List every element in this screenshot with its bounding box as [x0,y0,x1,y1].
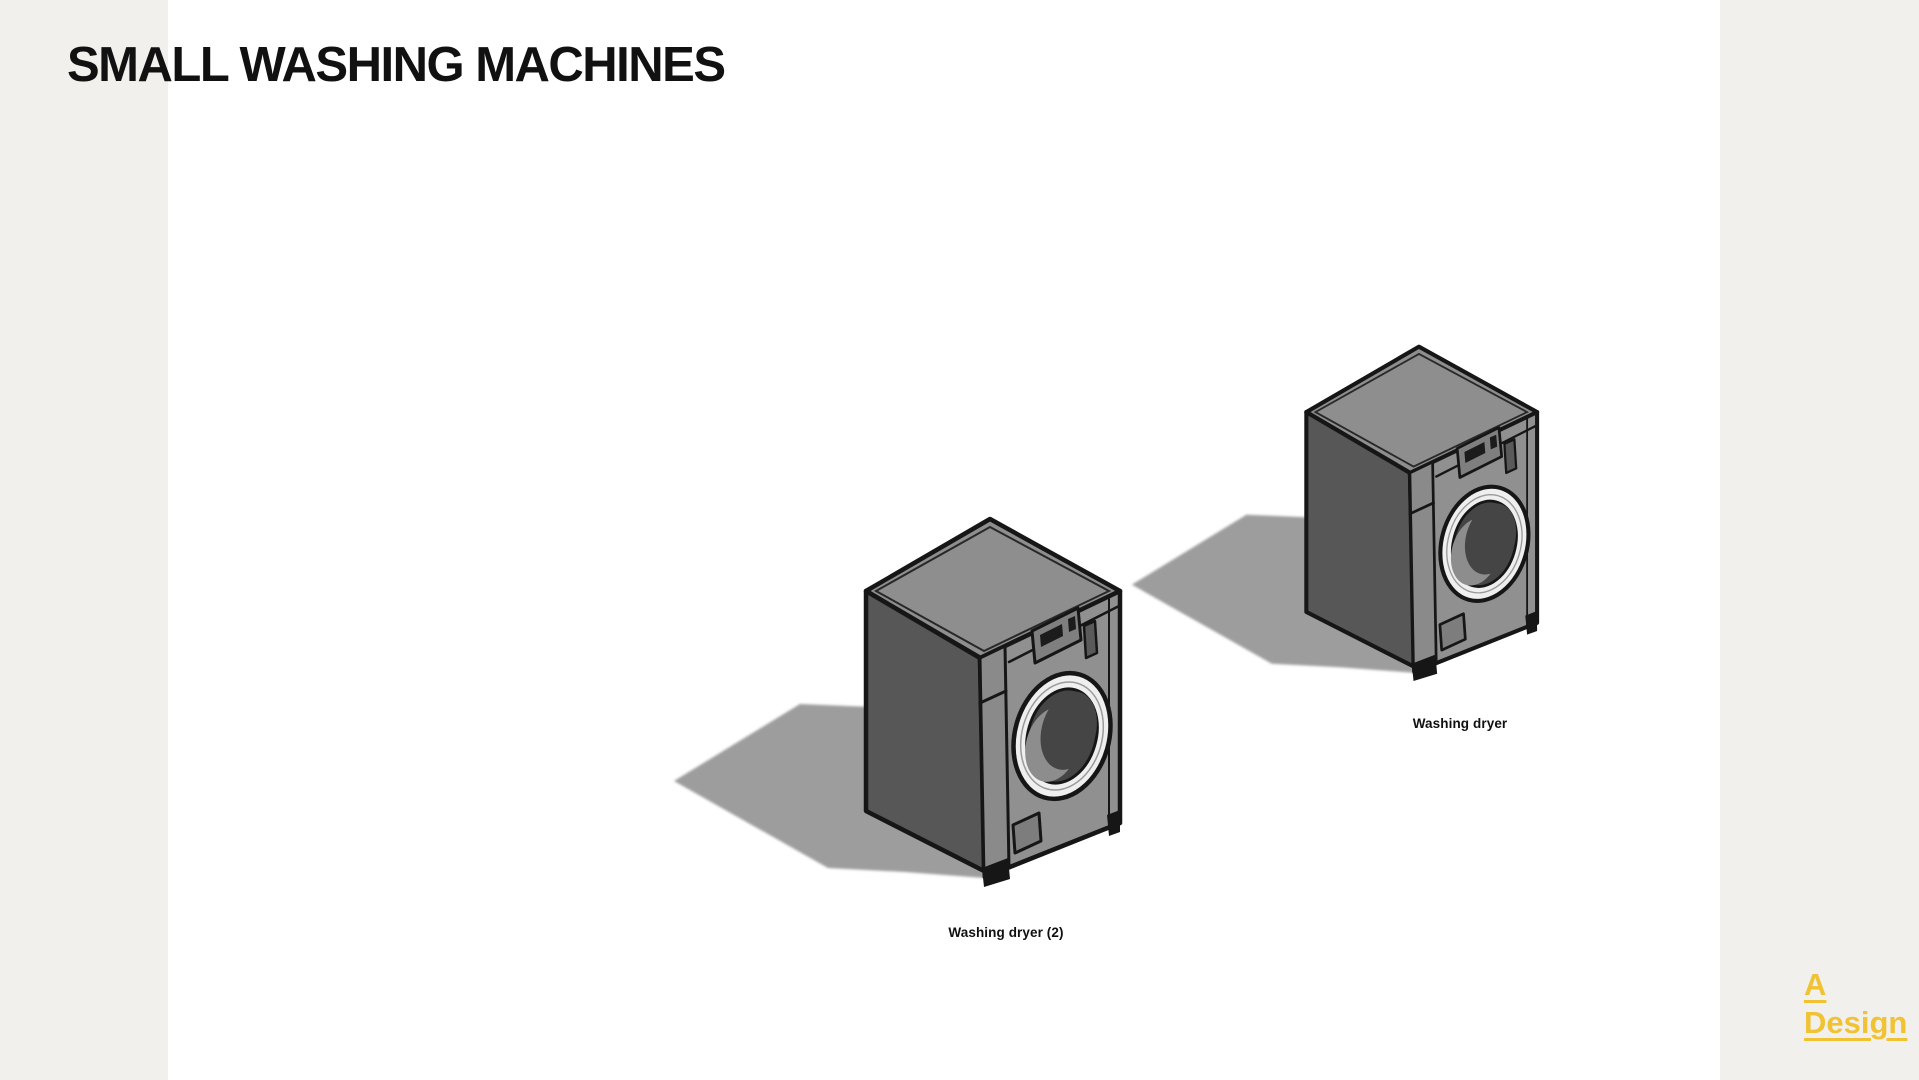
machine-label-2: Washing dryer (2) [948,925,1064,940]
machine-label-1: Washing dryer [1412,716,1508,731]
left-margin-strip [0,0,168,1080]
brand-link[interactable]: A Design [1804,967,1908,1040]
washing-machine-render-1 [1121,342,1548,692]
right-margin-strip [1720,0,1919,1080]
page-title: SMALL WASHING MACHINES [67,38,726,92]
washing-machine-render-2 [662,514,1132,899]
